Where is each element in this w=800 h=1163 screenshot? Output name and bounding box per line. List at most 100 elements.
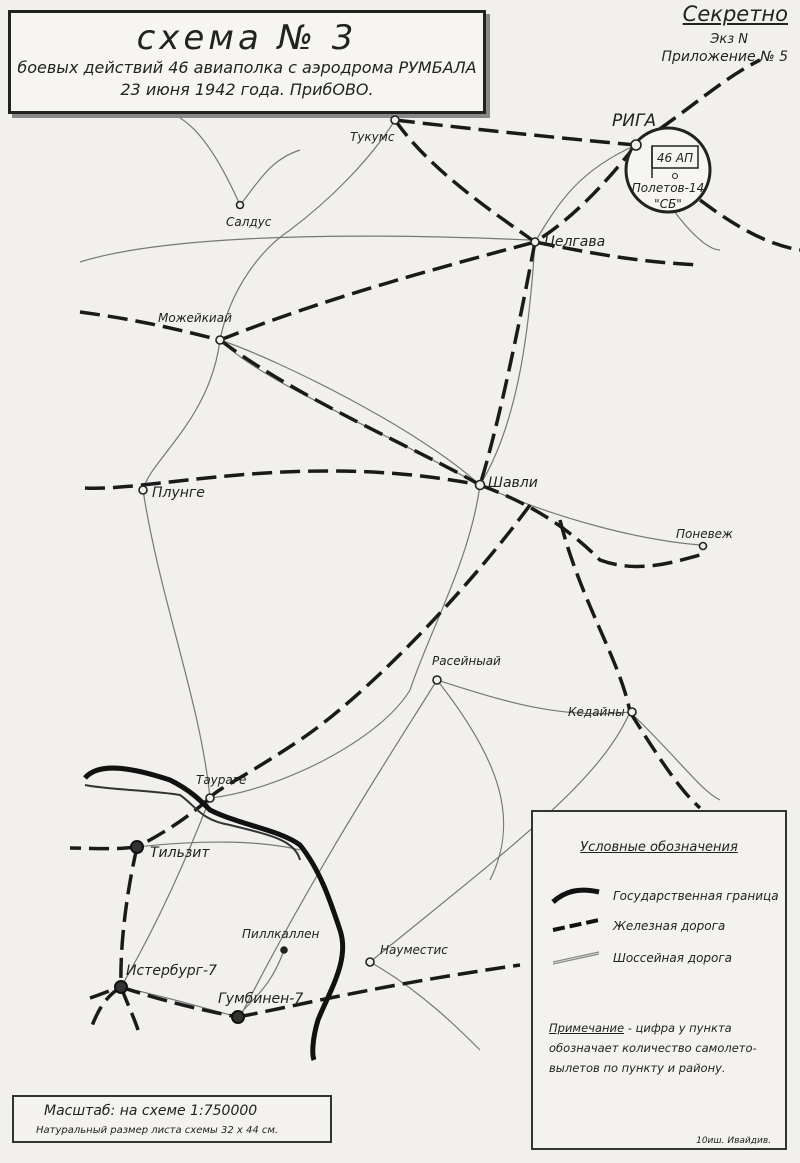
sheet-size: Натуральный размер листа схемы 32 х 44 с…	[36, 1125, 279, 1136]
town-icon-mazeikiai	[215, 335, 225, 345]
town-icon-panevezys	[698, 541, 708, 551]
label-gumbinnen: Гумбинен-7	[218, 991, 303, 1007]
railway	[136, 796, 212, 849]
target-icon-tilsit	[130, 840, 144, 854]
legend-row-highway: Шоссейная дорога	[533, 944, 785, 974]
label-saldus: Салдус	[226, 215, 272, 229]
railway	[558, 519, 632, 713]
railway	[698, 198, 800, 252]
town-icon-raseiniai	[432, 675, 442, 685]
map-title: схема № 3	[136, 18, 358, 58]
highway	[436, 679, 505, 881]
highway	[209, 484, 481, 799]
label-pillkallen: Пиллкаллен	[242, 927, 319, 941]
town-icon-jelgava	[530, 237, 540, 247]
target-icon-gumbinnen	[231, 1010, 245, 1024]
railway	[79, 310, 221, 342]
state-border	[83, 765, 346, 1061]
railway	[479, 483, 701, 569]
town-icon-kedainiai	[627, 707, 637, 717]
highway	[136, 841, 301, 851]
label-raseiniai: Расейныай	[432, 654, 501, 668]
highway	[79, 235, 531, 263]
highway	[120, 797, 211, 988]
railway	[119, 846, 139, 988]
place-labels: Тукумс РИГА Салдус Целгава Можейкиай Плу…	[126, 111, 733, 1007]
town-icon-plunge	[138, 485, 148, 495]
town-icon-riga	[630, 139, 642, 151]
signature: 10иш. Ивайдив.	[696, 1136, 771, 1146]
legend-row-border: Государственная граница	[533, 882, 785, 912]
highway	[369, 961, 481, 1051]
town-icon-saldus	[235, 200, 245, 210]
target-markers	[114, 840, 245, 1024]
label-mazeikiai: Можейкиай	[158, 311, 232, 325]
highway	[219, 339, 481, 486]
legend-row-railway: Железная дорога	[533, 912, 785, 942]
airfield-regiment: 46 АП	[657, 151, 693, 165]
label-tukums: Тукумс	[350, 130, 395, 144]
target-icon-insterburg	[114, 980, 128, 994]
railway	[69, 845, 138, 851]
town-icon-pillkallen	[280, 946, 288, 954]
legend-highway-label: Шоссейная дорога	[613, 951, 733, 965]
railway	[628, 711, 702, 810]
scale-ratio: Масштаб: на схеме 1:750000	[44, 1103, 258, 1119]
highway	[629, 711, 721, 801]
railway	[534, 240, 701, 267]
highway	[219, 119, 396, 341]
label-panevezys: Поневеж	[676, 527, 733, 541]
map-legend: Условные обозначения Государственная гра…	[531, 810, 787, 1150]
map-date: 23 июня 1942 года. ПрибОВО.	[120, 80, 374, 99]
legend-note-text: - цифра у пункта обозначает количество с…	[549, 1021, 757, 1075]
copy-number: Экз N	[710, 32, 748, 47]
label-plunge: Плунге	[152, 485, 205, 501]
railway	[218, 338, 481, 487]
airfield-aircraft: "СБ"	[654, 197, 682, 211]
highway	[142, 489, 211, 799]
label-taurage: Таураге	[196, 773, 246, 787]
highway	[534, 144, 637, 243]
legend-border-label: Государственная граница	[613, 889, 779, 903]
scale-box: Масштаб: на схеме 1:750000 Натуральный р…	[12, 1095, 332, 1143]
label-tilsit: Тильзит	[150, 845, 210, 861]
highway	[179, 117, 241, 206]
map-title-box: схема № 3 боевых действий 46 авиаполка с…	[8, 10, 486, 114]
town-icon-siauliai	[474, 479, 486, 491]
railway	[208, 503, 532, 800]
town-icon-naumiestis	[365, 957, 375, 967]
railway	[393, 118, 537, 244]
railway	[219, 240, 536, 342]
highway	[142, 339, 221, 491]
railway	[534, 143, 638, 244]
label-kedainiai: Кедайны	[568, 705, 625, 719]
airfield-marker: 46 АП Полетов-14 "СБ"	[624, 126, 712, 214]
label-insterburg: Истербург-7	[126, 963, 217, 979]
legend-note-label: Примечание	[549, 1021, 625, 1035]
highway	[239, 149, 301, 206]
label-jelgava: Целгава	[544, 234, 605, 250]
railway-line-icon	[552, 918, 600, 932]
highway	[479, 484, 701, 546]
secret-stamp: Секретно	[682, 2, 788, 26]
border-line-icon	[551, 887, 600, 904]
railway	[478, 241, 537, 486]
railway	[84, 469, 481, 491]
railway	[237, 963, 521, 1019]
highway	[239, 679, 438, 1018]
state-border-line	[83, 765, 346, 1061]
state-border-line	[84, 784, 301, 861]
town-icon-taurage	[205, 793, 215, 803]
town-icon-tukums	[390, 115, 400, 125]
airfield-flights: Полетов-14	[632, 181, 704, 195]
label-siauliai: Шавли	[488, 475, 538, 491]
highway	[479, 241, 536, 486]
highway-line-icon	[552, 951, 600, 965]
town-markers	[138, 115, 708, 967]
railway	[120, 985, 239, 1019]
label-naumiestis: Науместис	[380, 943, 448, 957]
legend-note: Примечание - цифра у пункта обозначает к…	[549, 1018, 777, 1078]
map-subtitle: боевых действий 46 авиаполка с аэродрома…	[17, 58, 477, 77]
classification-block: Секретно Экз N Приложение № 5	[662, 2, 789, 65]
